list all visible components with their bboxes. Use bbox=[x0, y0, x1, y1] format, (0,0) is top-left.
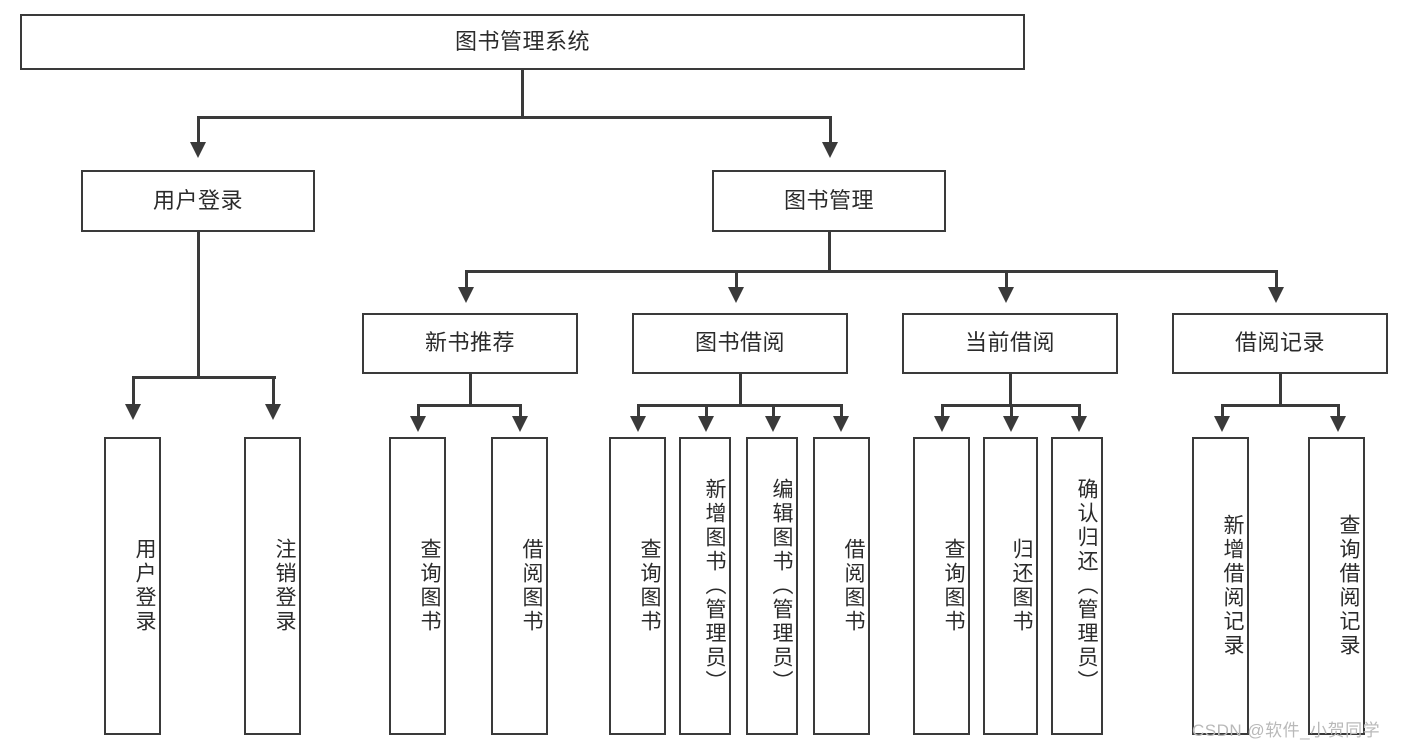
arrowhead-to-new-book-recommend bbox=[458, 287, 474, 303]
leaf-query-book-current[interactable]: 查询图书 bbox=[913, 437, 970, 735]
leaf-add-borrow-record[interactable]: 新增借阅记录 bbox=[1192, 437, 1249, 735]
arrowhead-to-user-login bbox=[190, 142, 206, 158]
connector-nbr-stem bbox=[469, 374, 472, 406]
connector-bm-drop-1 bbox=[465, 270, 468, 289]
node-label: 当前借阅 bbox=[964, 330, 1055, 356]
leaf-confirm-return-admin[interactable]: 确认归还（管理员） bbox=[1051, 437, 1103, 735]
connector-user-login-bus bbox=[133, 376, 276, 379]
arrowhead-nbr-leaf-2 bbox=[512, 416, 528, 432]
leaf-borrow-book[interactable]: 借阅图书 bbox=[813, 437, 870, 735]
node-label: 借阅图书 bbox=[520, 538, 543, 634]
node-label: 归还图书 bbox=[1010, 538, 1033, 634]
arrowhead-cb-leaf-3 bbox=[1071, 416, 1087, 432]
node-label: 新书推荐 bbox=[424, 330, 515, 356]
node-label: 查询借阅记录 bbox=[1337, 514, 1360, 658]
node-label: 用户登录 bbox=[133, 538, 156, 634]
connector-nbr-drop-2 bbox=[519, 404, 522, 418]
connector-bb-stem bbox=[739, 374, 742, 406]
connector-nbr-bus bbox=[418, 404, 522, 407]
connector-book-management-stem bbox=[828, 232, 831, 272]
connector-bb-drop-3 bbox=[772, 404, 775, 418]
arrowhead-bb-leaf-3 bbox=[765, 416, 781, 432]
leaf-query-book-borrow[interactable]: 查询图书 bbox=[609, 437, 666, 735]
connector-user-login-stem bbox=[197, 232, 200, 378]
connector-bb-drop-2 bbox=[705, 404, 708, 418]
leaf-borrow-book-recommend[interactable]: 借阅图书 bbox=[491, 437, 548, 735]
csdn-watermark: CSDN @软件_小贺同学 bbox=[1192, 721, 1381, 740]
node-book-management[interactable]: 图书管理 bbox=[712, 170, 946, 232]
node-label: 图书管理 bbox=[783, 187, 874, 213]
connector-br-bus bbox=[1222, 404, 1340, 407]
arrowhead-to-leaf-logout bbox=[265, 404, 281, 420]
node-current-borrow[interactable]: 当前借阅 bbox=[902, 313, 1118, 374]
arrowhead-cb-leaf-1 bbox=[934, 416, 950, 432]
arrowhead-bb-leaf-4 bbox=[833, 416, 849, 432]
connector-br-drop-2 bbox=[1337, 404, 1340, 418]
arrowhead-to-book-borrow bbox=[728, 287, 744, 303]
leaf-user-login[interactable]: 用户登录 bbox=[104, 437, 161, 735]
node-borrow-record[interactable]: 借阅记录 bbox=[1172, 313, 1388, 374]
connector-root-bus bbox=[198, 116, 832, 119]
connector-bb-drop-1 bbox=[637, 404, 640, 418]
node-label: 图书借阅 bbox=[694, 330, 785, 356]
node-label: 确认归还（管理员） bbox=[1075, 478, 1098, 694]
leaf-return-book[interactable]: 归还图书 bbox=[983, 437, 1038, 735]
leaf-add-book-admin[interactable]: 新增图书（管理员） bbox=[679, 437, 731, 735]
connector-cb-drop-1 bbox=[941, 404, 944, 418]
node-user-login[interactable]: 用户登录 bbox=[81, 170, 315, 232]
connector-user-login-drop-2 bbox=[272, 376, 275, 406]
node-label: 查询图书 bbox=[418, 538, 441, 634]
connector-bb-drop-4 bbox=[840, 404, 843, 418]
arrowhead-to-book-management bbox=[822, 142, 838, 158]
node-root-book-management-system[interactable]: 图书管理系统 bbox=[20, 14, 1025, 70]
connector-bm-drop-4 bbox=[1275, 270, 1278, 289]
node-book-borrow[interactable]: 图书借阅 bbox=[632, 313, 848, 374]
leaf-query-borrow-record[interactable]: 查询借阅记录 bbox=[1308, 437, 1365, 735]
node-label: 新增图书（管理员） bbox=[703, 478, 726, 694]
node-label: 图书管理系统 bbox=[454, 28, 590, 54]
arrowhead-to-leaf-user-login bbox=[125, 404, 141, 420]
arrowhead-to-current-borrow bbox=[998, 287, 1014, 303]
arrowhead-cb-leaf-2 bbox=[1003, 416, 1019, 432]
node-label: 借阅记录 bbox=[1234, 330, 1325, 356]
leaf-edit-book-admin[interactable]: 编辑图书（管理员） bbox=[746, 437, 798, 735]
arrowhead-br-leaf-2 bbox=[1330, 416, 1346, 432]
connector-cb-stem bbox=[1009, 374, 1012, 406]
connector-bm-drop-2 bbox=[735, 270, 738, 289]
leaf-logout[interactable]: 注销登录 bbox=[244, 437, 301, 735]
node-label: 编辑图书（管理员） bbox=[770, 478, 793, 694]
connector-root-stem bbox=[521, 70, 524, 118]
arrowhead-to-borrow-record bbox=[1268, 287, 1284, 303]
node-label: 新增借阅记录 bbox=[1221, 514, 1244, 658]
connector-bb-bus bbox=[638, 404, 843, 407]
connector-br-drop-1 bbox=[1221, 404, 1224, 418]
connector-book-management-bus bbox=[466, 270, 1278, 273]
node-new-book-recommend[interactable]: 新书推荐 bbox=[362, 313, 578, 374]
connector-root-drop-left bbox=[197, 116, 200, 144]
connector-cb-drop-3 bbox=[1078, 404, 1081, 418]
connector-bm-drop-3 bbox=[1005, 270, 1008, 289]
arrowhead-nbr-leaf-1 bbox=[410, 416, 426, 432]
node-label: 注销登录 bbox=[273, 538, 296, 634]
node-label: 借阅图书 bbox=[842, 538, 865, 634]
connector-cb-drop-2 bbox=[1010, 404, 1013, 418]
connector-nbr-drop-1 bbox=[417, 404, 420, 418]
arrowhead-bb-leaf-2 bbox=[698, 416, 714, 432]
node-label: 查询图书 bbox=[942, 538, 965, 634]
connector-br-stem bbox=[1279, 374, 1282, 406]
connector-root-drop-right bbox=[829, 116, 832, 144]
connector-user-login-drop-1 bbox=[132, 376, 135, 406]
arrowhead-bb-leaf-1 bbox=[630, 416, 646, 432]
arrowhead-br-leaf-1 bbox=[1214, 416, 1230, 432]
node-label: 用户登录 bbox=[152, 187, 243, 213]
node-label: 查询图书 bbox=[638, 538, 661, 634]
leaf-query-book-recommend[interactable]: 查询图书 bbox=[389, 437, 446, 735]
